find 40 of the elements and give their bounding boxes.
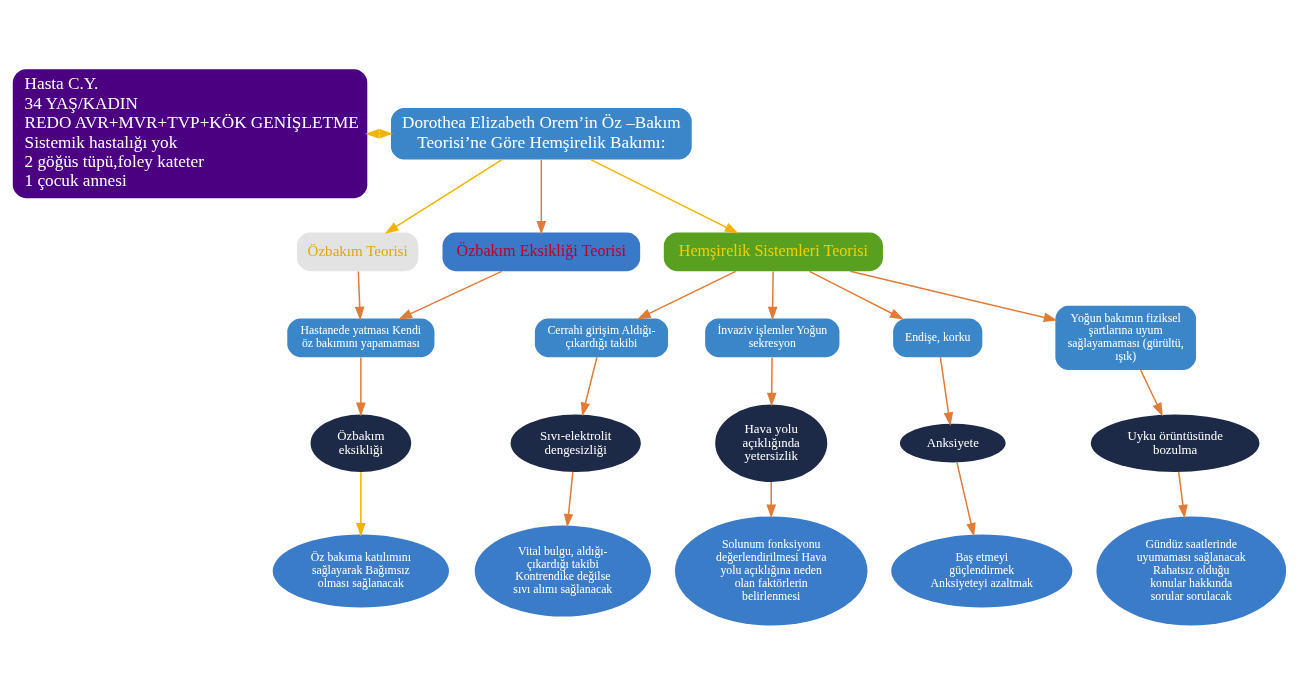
- node-ellipse: Öz bakıma katılımını sağlayarak Bağımsız olması sağlanacak: [272, 534, 449, 607]
- arrow: [956, 461, 976, 537]
- node-box: Özbakım Teorisi: [296, 232, 419, 271]
- arrow: [849, 270, 1058, 322]
- arrow: [590, 158, 739, 233]
- node-ellipse: Anksiyete: [899, 423, 1006, 463]
- node-ellipse: Hava yolu açıklığında yetersizlik: [715, 403, 828, 482]
- node-ellipse: Özbakım eksikliği: [310, 413, 412, 472]
- node-box: Dorothea Elizabeth Orem’in Öz –Bakım Teorisi’ne Göre Hemşirelik Bakımı:: [390, 107, 692, 160]
- node-ellipse: Uyku örüntüsünde bozulma: [1090, 413, 1260, 472]
- node-ellipse: Sıvı-elektrolit dengesizliği: [510, 413, 641, 472]
- node-box: Özbakım Eksikliği Teorisi: [442, 232, 641, 271]
- arrow: [384, 158, 503, 234]
- node-box: Hastanede yatması Kendi öz bakımını yapamaması: [287, 318, 435, 357]
- arrow: [356, 470, 366, 537]
- arrow: [767, 270, 778, 320]
- node-box: Endişe, korku: [893, 318, 983, 357]
- arrow: [563, 470, 574, 528]
- arrow: [1139, 368, 1163, 417]
- arrow: [808, 270, 904, 319]
- node-box: Cerrahi girişim Aldığı-çıkardığı takibi: [534, 318, 669, 357]
- arrow: [365, 128, 394, 139]
- arrow: [356, 356, 366, 416]
- arrow: [1177, 470, 1188, 519]
- arrow: [766, 480, 777, 518]
- node-ellipse: Baş etmeyi güçlendirmek Anksiyeteyi azaltmak: [891, 534, 1073, 607]
- arrow: [536, 158, 547, 235]
- node-box: Yoğun bakımın fiziksel şartlarına uyum sağlayamaması (gürültü, ışık): [1055, 305, 1197, 370]
- node-ellipse: Solunum fonksiyonu değerlendirilmesi Hava yolu açıklığına neden olan faktörlerin belirlenmesi: [674, 515, 868, 626]
- node-box: İnvaziv işlemler Yoğun sekresyon: [705, 318, 840, 357]
- arrow: [637, 270, 737, 319]
- node-box: Hasta C.Y. 34 YAŞ/KADIN REDO AVR+MVR+TVP+KÖK GENİŞLETME Sistemik hastalığı yok 2 göğüs tüpü,foley kateter 1 çocuk annesi: [12, 68, 368, 198]
- node-ellipse: Vital bulgu, aldığı-çıkardığı takibi Kontrendike değilse sıvı alımı sağlanacak: [474, 525, 651, 616]
- arrow: [398, 270, 503, 319]
- node-box: Hemşirelik Sistemleri Teorisi: [663, 232, 883, 271]
- arrow: [354, 270, 365, 320]
- arrow: [939, 356, 954, 426]
- arrow: [580, 356, 598, 416]
- node-ellipse: Gündüz saatlerinde uyumaması sağlanacak Rahatsız olduğu konular hakkında sorular sorulacak: [1096, 515, 1287, 626]
- arrow: [766, 356, 777, 406]
